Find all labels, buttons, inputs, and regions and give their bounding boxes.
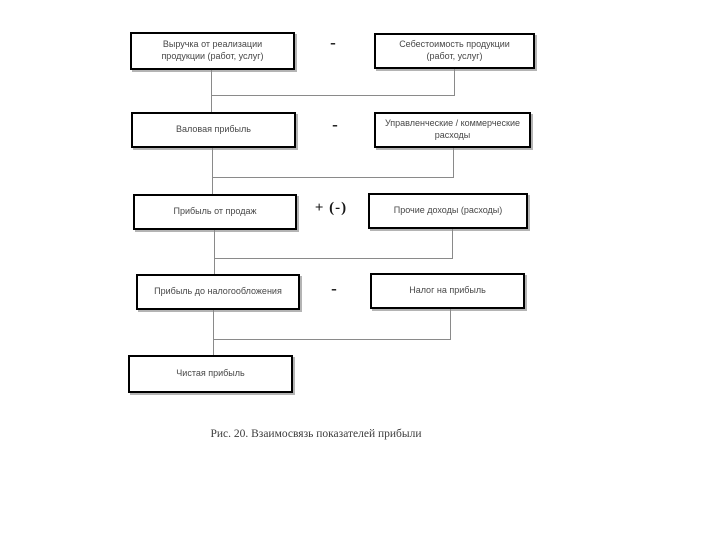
operator-plus-minus: + (-) — [314, 200, 348, 216]
connector-4-left-vertical — [213, 310, 214, 355]
connector-1-horizontal — [211, 95, 455, 96]
connector-4-horizontal — [213, 339, 451, 340]
connector-2-right-vertical — [453, 148, 454, 177]
connector-3-right-vertical — [452, 229, 453, 258]
operator-minus-1: - — [330, 33, 336, 52]
box-gross-profit: Валовая прибыль — [131, 112, 296, 148]
connector-3-left-vertical — [214, 230, 215, 274]
box-sales-profit: Прибыль от продаж — [133, 194, 297, 230]
connector-3-horizontal — [214, 258, 453, 259]
box-income-tax: Налог на прибыль — [370, 273, 525, 309]
box-cost: Себестоимость продукции (работ, услуг) — [374, 33, 535, 69]
box-net-profit: Чистая прибыль — [128, 355, 293, 393]
box-pretax-profit: Прибыль до налогообложения — [136, 274, 300, 310]
box-admin-commercial-expenses: Управленческие / коммерческие расходы — [374, 112, 531, 148]
box-other-income-expenses: Прочие доходы (расходы) — [368, 193, 528, 229]
connector-1-left-vertical — [211, 70, 212, 112]
connector-1-right-vertical — [454, 69, 455, 96]
operator-minus-3: - — [331, 279, 337, 298]
box-revenue: Выручка от реализации продукции (работ, … — [130, 32, 295, 70]
connector-4-right-vertical — [450, 309, 451, 339]
connector-2-left-vertical — [212, 148, 213, 194]
operator-minus-2: - — [332, 115, 338, 134]
connector-2-horizontal — [212, 177, 454, 178]
figure-caption: Рис. 20. Взаимосвязь показателей прибыли — [210, 428, 422, 440]
